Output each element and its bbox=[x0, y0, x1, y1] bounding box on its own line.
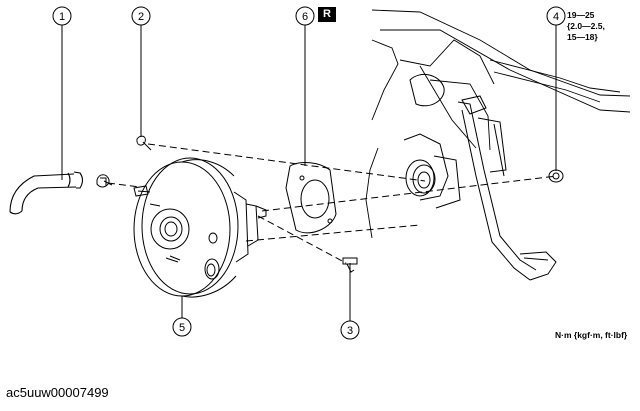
svg-text:3: 3 bbox=[347, 325, 353, 337]
hose-clamp bbox=[96, 174, 113, 188]
torque-spec: 19—25 {2.0—2.5, 15—18} bbox=[567, 10, 605, 42]
figure-id: ac5uuw00007499 bbox=[6, 385, 109, 400]
nut bbox=[548, 169, 564, 183]
fitting-bolt bbox=[342, 257, 358, 273]
vehicle-body bbox=[365, 9, 631, 239]
callout-markers: 1 2 3 4 5 6 bbox=[52, 6, 566, 340]
callout-2: 2 bbox=[131, 6, 151, 26]
callout-5: 5 bbox=[172, 317, 192, 337]
assembly-dashed-lines bbox=[107, 143, 558, 264]
snap-pin bbox=[136, 135, 152, 151]
power-brake-unit bbox=[133, 157, 267, 298]
callout-6: 6 bbox=[295, 6, 315, 26]
pedal-bracket bbox=[403, 73, 487, 209]
svg-text:1: 1 bbox=[59, 11, 65, 23]
svg-text:4: 4 bbox=[553, 11, 559, 23]
callout-4: 4 bbox=[546, 6, 566, 26]
gasket bbox=[285, 162, 337, 234]
vacuum-hose bbox=[9, 171, 84, 215]
rhd-badge: R bbox=[318, 7, 336, 22]
svg-text:6: 6 bbox=[302, 11, 308, 23]
callout-3: 3 bbox=[340, 320, 360, 340]
brake-pedal-arm bbox=[457, 101, 557, 281]
callout-1: 1 bbox=[52, 6, 72, 26]
svg-text:5: 5 bbox=[179, 322, 185, 334]
svg-text:2: 2 bbox=[138, 11, 144, 23]
torque-units-note: N·m {kgf·m, ft·lbf} bbox=[555, 330, 628, 340]
